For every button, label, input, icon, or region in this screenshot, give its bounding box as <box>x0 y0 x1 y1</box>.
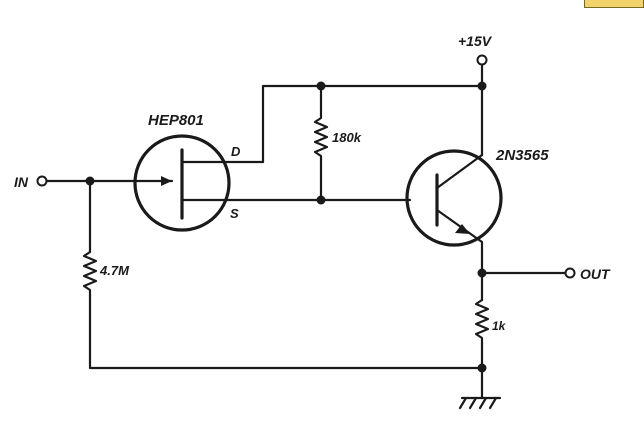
supply-label: +15V <box>458 33 493 49</box>
jfet-body <box>133 134 231 232</box>
bjt-body <box>405 149 503 247</box>
jfet-part-label: HEP801 <box>148 112 204 129</box>
drain-wire <box>261 84 484 164</box>
ground-icon <box>458 396 502 410</box>
input-terminal <box>36 175 48 187</box>
r47m-resistor <box>82 179 484 370</box>
r47m-label: 4.7M <box>99 263 130 278</box>
bjt-emitter-lead <box>435 208 484 244</box>
supply-terminal <box>476 54 488 66</box>
input-label: IN <box>14 174 29 190</box>
r180k-label: 180k <box>332 130 362 145</box>
output-terminal <box>564 267 576 279</box>
jfet-source-label: S <box>230 206 239 221</box>
r1k-label: 1k <box>492 319 507 333</box>
r1k-resistor <box>474 298 490 370</box>
gate-arrow-icon <box>161 176 172 186</box>
bjt-part-label: 2N3565 <box>495 147 549 164</box>
emitter-arrow-icon <box>455 224 470 234</box>
supply-junction <box>477 81 487 91</box>
output-label: OUT <box>580 266 611 282</box>
jfet-drain-label: D <box>231 144 241 159</box>
r180k-resistor <box>313 84 329 202</box>
bjt-collector-lead <box>435 153 484 190</box>
